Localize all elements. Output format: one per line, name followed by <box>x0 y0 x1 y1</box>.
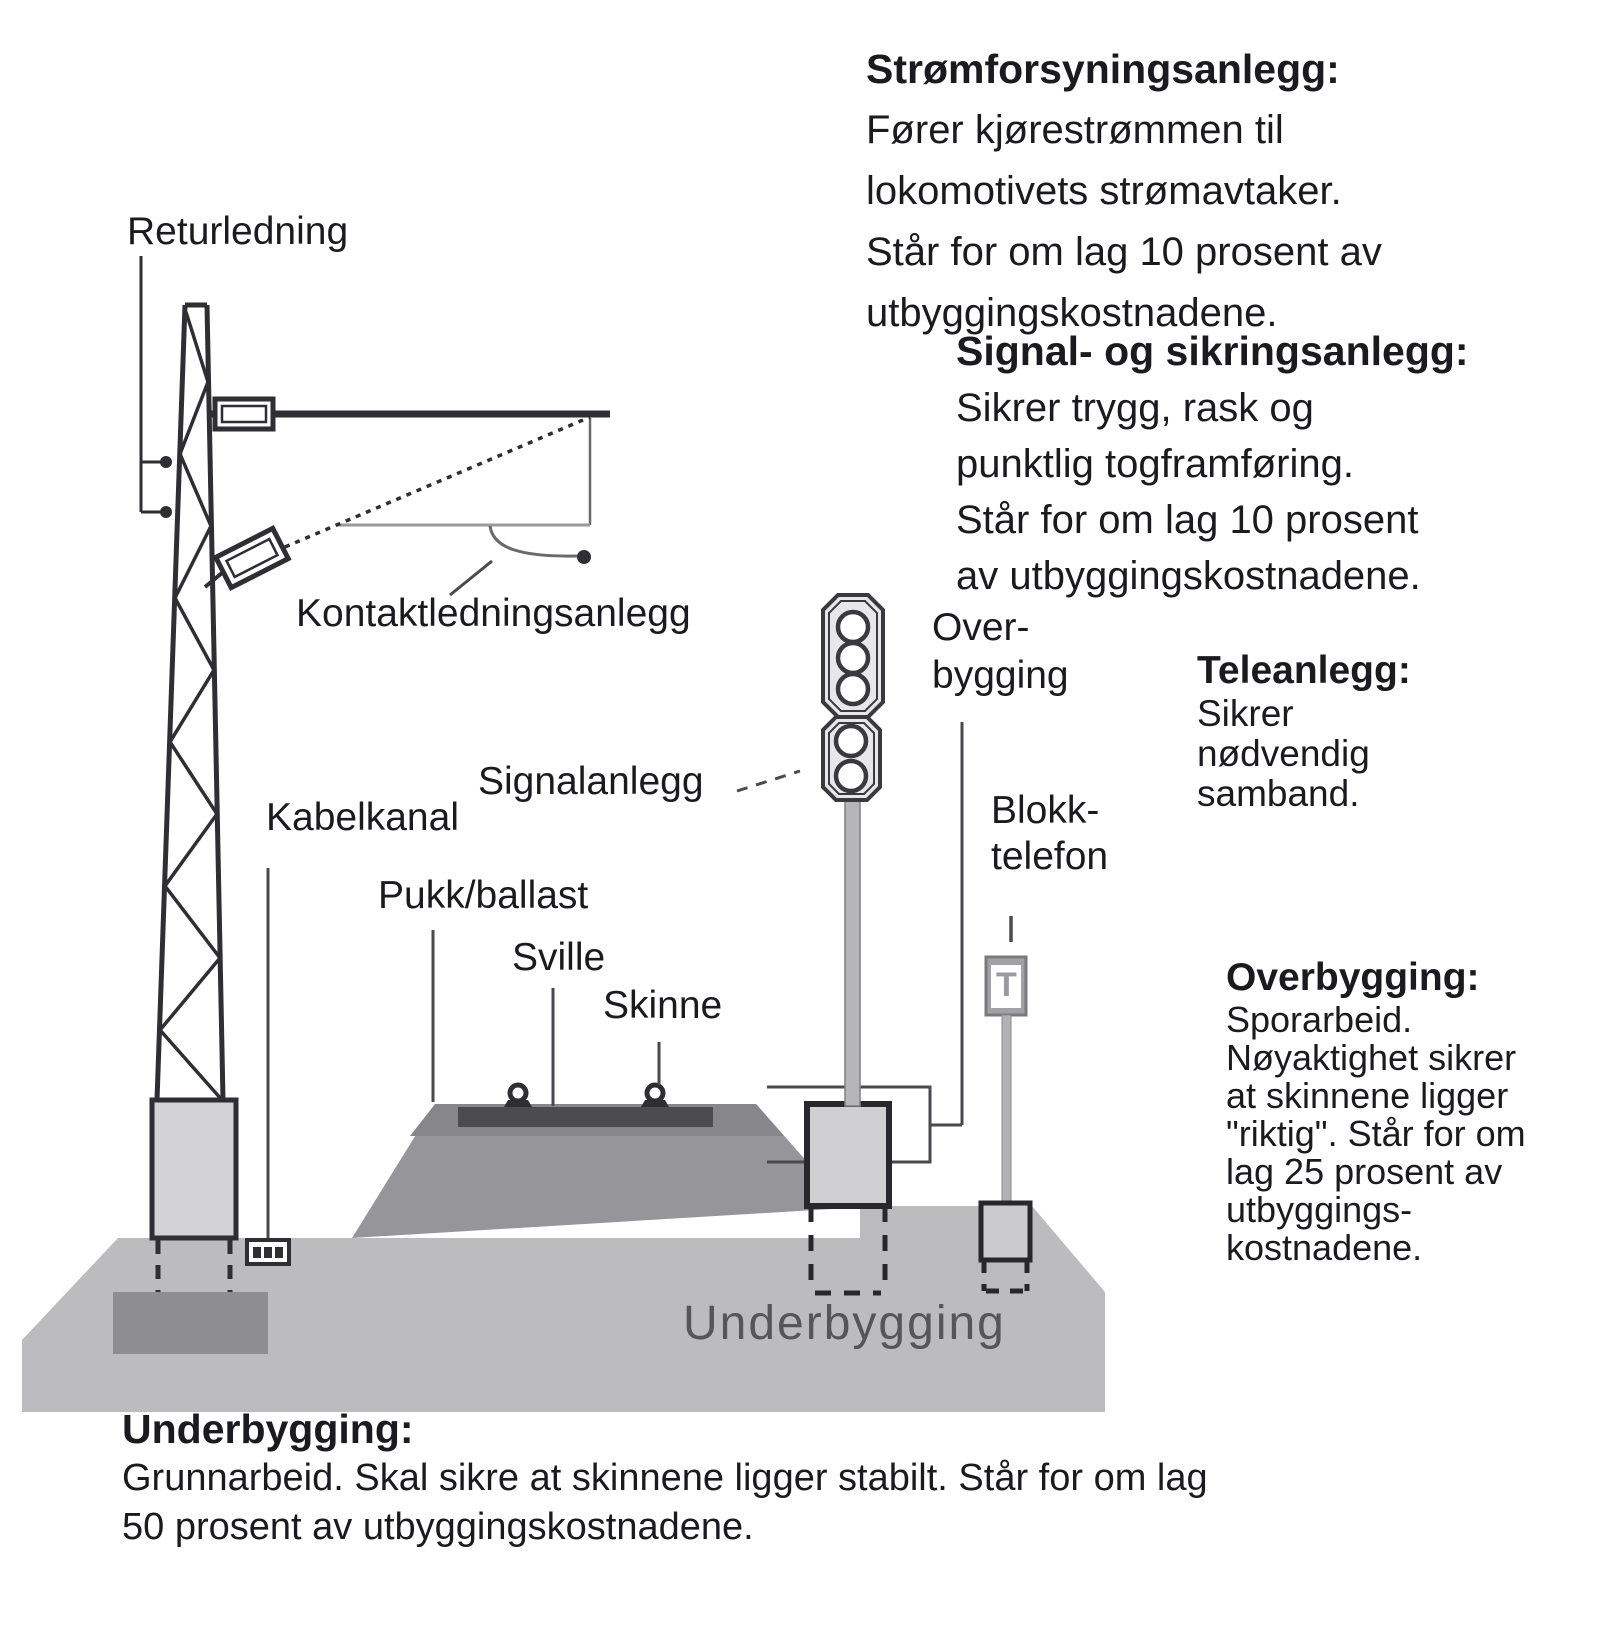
annotation-title: Underbygging: <box>122 1406 414 1452</box>
annotation-line: 50 prosent av utbyggingskostnadene. <box>122 1506 754 1548</box>
annotation-title: Signal- og sikringsanlegg: <box>956 328 1469 374</box>
annotation-line: Nøyaktighet sikrer <box>1226 1037 1517 1078</box>
rail-left <box>504 1082 532 1107</box>
label-returledning: Returledning <box>127 210 349 253</box>
label-signalanlegg: Signalanlegg <box>478 760 704 803</box>
catenary-system <box>203 396 610 597</box>
annotation-signal-og-sikringsanlegg: Signal- og sikringsanlegg: Sikrer trygg,… <box>956 322 1469 604</box>
annotation-teleanlegg: Teleanlegg: Sikrer nødvendig samband. <box>1197 648 1411 814</box>
annotation-line: at skinnene ligger <box>1226 1075 1509 1116</box>
label-kontaktledningsanlegg: Kontaktledningsanlegg <box>296 592 691 635</box>
telephone-t-glyph: T <box>996 966 1017 1004</box>
cable-channel <box>245 1238 291 1266</box>
label-overbygging-line1: Over- <box>932 606 1030 649</box>
annotation-title: Strømforsyningsanlegg: <box>866 46 1340 92</box>
annotation-line: utbyggingskostnadene. <box>866 291 1278 335</box>
kontakt-leader-line <box>449 559 493 597</box>
telephone-pole <box>1001 1014 1012 1204</box>
rail-right <box>641 1082 669 1107</box>
lattice-mast <box>154 302 226 1102</box>
label-blokktelefon-line1: Blokk- <box>991 789 1100 832</box>
signal-mast <box>821 593 885 1107</box>
label-blokktelefon: Blokk- telefon <box>991 788 1108 880</box>
annotation-line: "riktig". Står for om <box>1226 1113 1526 1154</box>
annotation-stromforsyningsanlegg: Strømforsyningsanlegg: Fører kjørestrømm… <box>866 38 1382 344</box>
lower-insulator <box>212 524 292 592</box>
annotation-line: lag 25 prosent av <box>1226 1151 1503 1192</box>
annotation-line: Sporarbeid. <box>1226 999 1413 1040</box>
signal-head-top <box>821 593 885 719</box>
annotation-line: Fører kjørestrømmen til <box>866 108 1284 152</box>
signal-pole <box>844 797 861 1107</box>
sleeper-band <box>458 1107 713 1127</box>
annotation-title: Overbygging: <box>1226 956 1480 999</box>
annotation-overbygging: Overbygging: Sporarbeid. Nøyaktighet sik… <box>1226 954 1526 1267</box>
annotation-line: Sikrer <box>1197 693 1294 734</box>
annotation-line: nødvendig <box>1197 733 1370 774</box>
stay-wire <box>284 415 591 549</box>
annotation-line: Står for om lag 10 prosent <box>956 498 1419 542</box>
annotation-line: Står for om lag 10 prosent av <box>866 230 1382 274</box>
signalanlegg-leader <box>736 769 801 793</box>
label-overbygging-line2: bygging <box>932 654 1069 697</box>
annotation-line: av utbyggingskostnadene. <box>956 554 1421 598</box>
embankment <box>22 1206 1105 1412</box>
annotation-line: samband. <box>1197 773 1360 814</box>
return-wire <box>139 256 172 518</box>
annotation-underbygging: Underbygging: Grunnarbeid. Skal sikre at… <box>122 1404 1208 1552</box>
label-overbygging: Over- bygging <box>932 604 1069 700</box>
signal-foundation <box>804 1101 892 1296</box>
annotation-title: Teleanlegg: <box>1197 649 1411 692</box>
track <box>458 1082 713 1127</box>
annotation-line: utbyggings- <box>1226 1189 1413 1230</box>
label-kabelkanal: Kabelkanal <box>266 796 459 839</box>
label-pukk-ballast: Pukk/ballast <box>378 874 589 917</box>
block-telephone <box>978 916 1033 1294</box>
label-skinne: Skinne <box>603 984 723 1027</box>
annotation-line: lokomotivets strømavtaker. <box>866 169 1342 213</box>
signal-head-bottom <box>821 715 882 802</box>
label-blokktelefon-line2: telefon <box>991 835 1109 878</box>
annotation-line: punktlig togframføring. <box>956 442 1354 486</box>
annotation-line: Sikrer trygg, rask og <box>956 386 1314 430</box>
label-underbygging-ground: Underbygging <box>683 1297 1006 1350</box>
annotation-line: kostnadene. <box>1226 1227 1423 1268</box>
leader-lines <box>266 769 801 1238</box>
upper-insulator <box>212 396 276 432</box>
mast-foundation <box>113 1097 268 1354</box>
annotation-line: Grunnarbeid. Skal sikre at skinnene ligg… <box>122 1457 1208 1499</box>
dropper-wire <box>488 525 578 558</box>
label-sville: Sville <box>512 936 606 979</box>
